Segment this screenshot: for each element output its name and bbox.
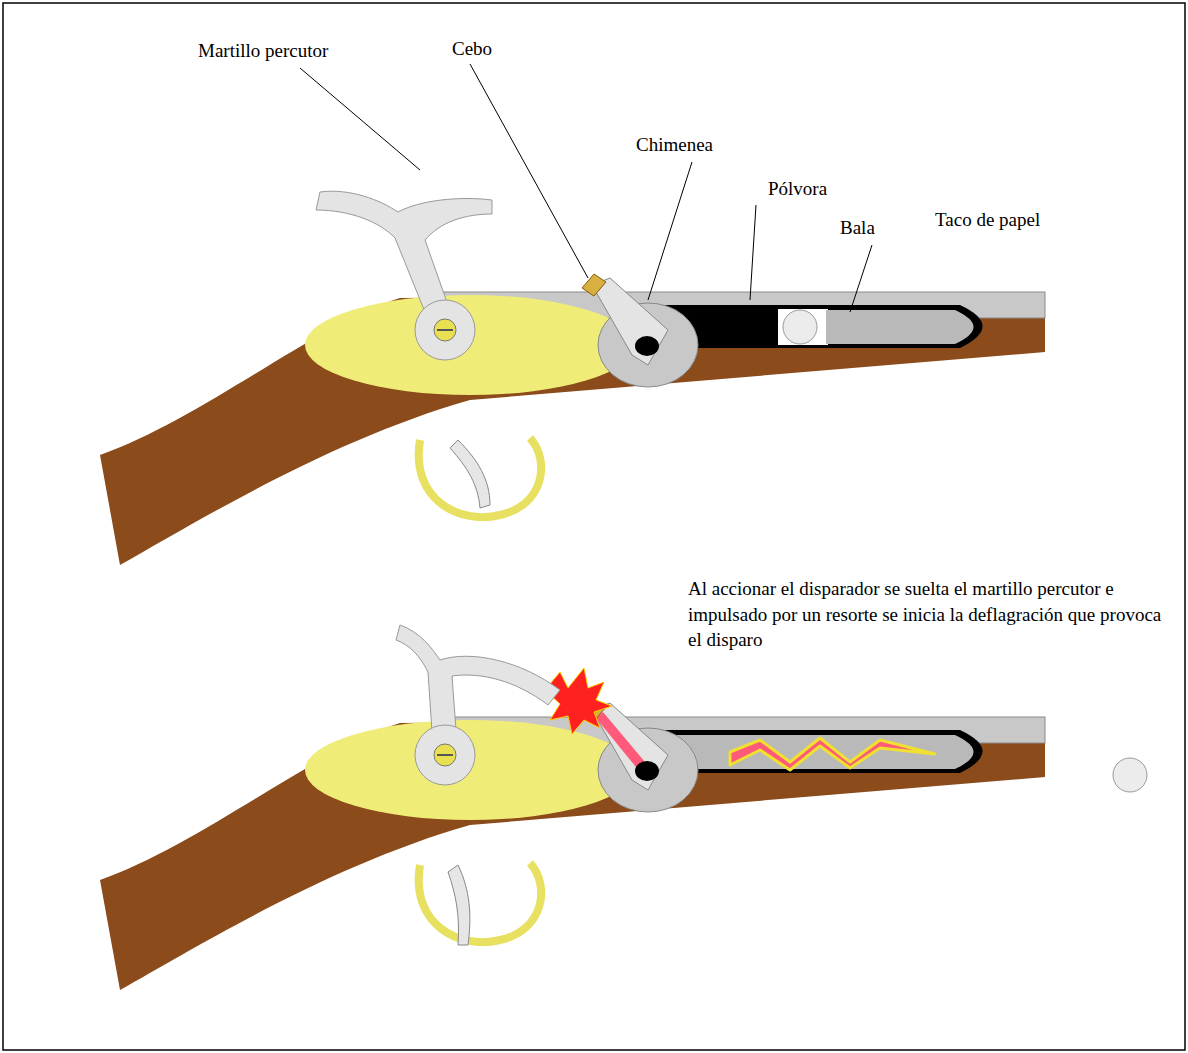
part-label: Cebo: [452, 36, 492, 62]
leader-line: [850, 245, 872, 312]
screw-slot: [437, 329, 453, 331]
note: Al accionar el disparador se suelta el m…: [688, 576, 1173, 653]
percussion-cap: [582, 274, 606, 296]
chimney: [592, 703, 668, 790]
leader-line: [750, 205, 756, 300]
trigger: [450, 440, 490, 508]
screw-slot: [437, 754, 453, 756]
part-label: Taco de papel: [935, 207, 1040, 233]
lock-plate: [305, 720, 635, 820]
hammer: [316, 191, 492, 312]
chimney-hole: [635, 761, 659, 781]
ball: [783, 310, 817, 344]
hammer: [396, 625, 560, 732]
hammer-pivot: [415, 300, 475, 360]
bore-space: [778, 309, 828, 345]
musket-firing: [100, 625, 1147, 990]
lock-plate: [305, 295, 635, 395]
chimney-hole: [635, 336, 659, 356]
ball: [1113, 758, 1147, 792]
trigger: [448, 865, 470, 945]
leader-line: [300, 68, 420, 170]
chimney: [592, 278, 668, 365]
part-label: Martillo percutor: [198, 38, 328, 64]
hammer-pivot: [415, 725, 475, 785]
trigger-guard: [419, 438, 541, 517]
explosion: [545, 668, 612, 734]
flame: [730, 738, 935, 770]
part-label: Chimenea: [636, 132, 713, 158]
leader-line: [470, 64, 588, 278]
part-label: Bala: [840, 215, 875, 241]
stock: [100, 717, 1045, 990]
paper-wad: [826, 310, 974, 344]
screw: [434, 319, 456, 341]
part-label: Pólvora: [768, 176, 827, 202]
screw: [434, 744, 456, 766]
frame: [3, 3, 1185, 1050]
trigger-guard: [419, 863, 541, 942]
leader-line: [648, 162, 692, 300]
stock: [100, 292, 1045, 565]
musket-loaded: [100, 64, 1045, 565]
bore-inner: [660, 735, 974, 769]
